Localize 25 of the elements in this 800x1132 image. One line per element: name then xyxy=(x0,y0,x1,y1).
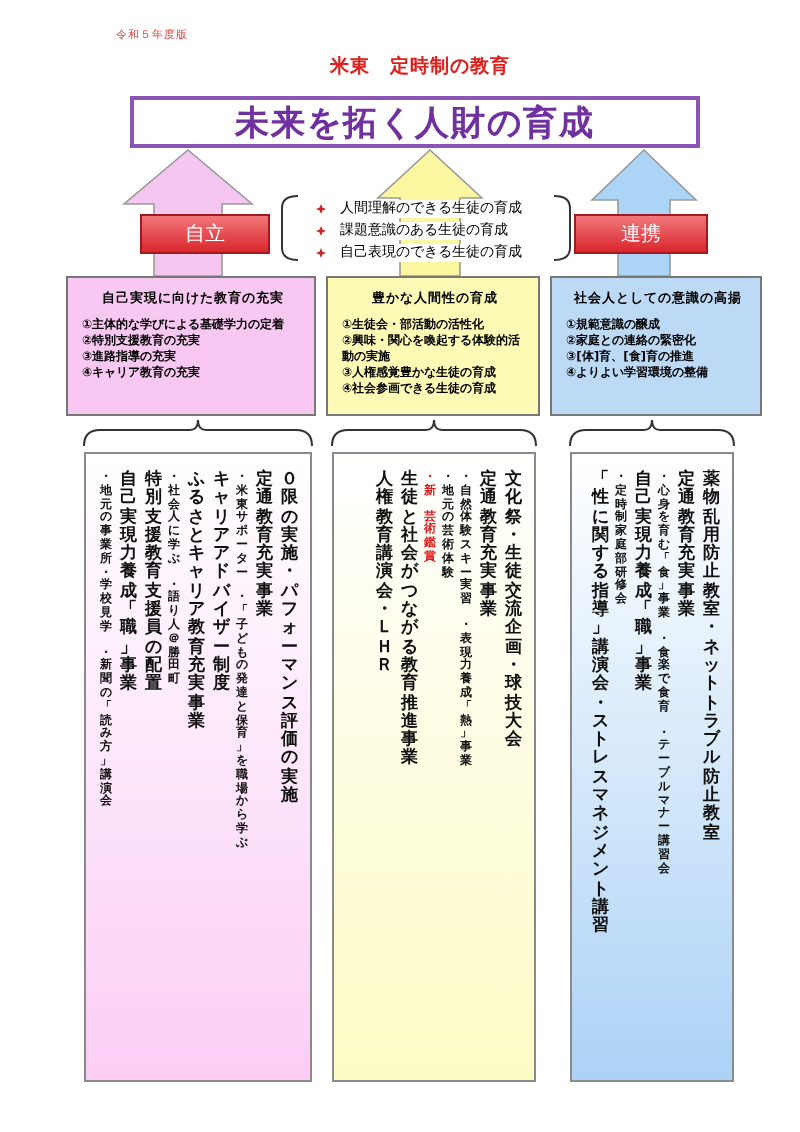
column-text: ふるさとキャリア教育充実事業 xyxy=(188,472,205,733)
column-text: 人権教育講演会・ＬＨＲ xyxy=(376,472,393,677)
goal-box xyxy=(326,276,540,416)
edge-label: 連携 xyxy=(574,214,708,254)
column-text: 文化祭・生徒交流企画・球技大会 xyxy=(505,472,522,751)
column-text: 自己実現力養成「職」事業 xyxy=(635,472,652,696)
column-text: 定通教育充実事業 xyxy=(256,472,273,621)
column-text: 定通教育充実事業 xyxy=(480,472,497,621)
activity-column xyxy=(570,452,734,1082)
goal-box xyxy=(550,276,762,416)
heading-text: 未来を拓く人財の育成 xyxy=(235,101,595,145)
title-box xyxy=(130,96,700,148)
title: 米東 定時制の教育 xyxy=(328,54,512,80)
activity-column xyxy=(332,452,536,1082)
edge-label: 自立 xyxy=(140,214,270,254)
column-text: 薬物乱用防止教室・ネットトラブル防止教室 xyxy=(703,472,720,844)
column-text: 「性に関する指導」講演会・ストレスマネジメント講習 xyxy=(592,472,609,937)
column-text: ０限の実施・パフォーマンス評価の実施 xyxy=(281,472,298,807)
column-text: 生徒と社会がつながる教育推進事業 xyxy=(401,472,418,770)
column-text: 特別支援教育支援員の配置 xyxy=(145,472,162,696)
activity-column xyxy=(84,452,312,1082)
column-text: 自己実現力養成「職」事業 xyxy=(120,472,137,696)
goal-box xyxy=(66,276,316,416)
column-text: キャリアアドバイザー制度 xyxy=(213,472,230,696)
column-text: 定通教育充実事業 xyxy=(678,472,695,621)
